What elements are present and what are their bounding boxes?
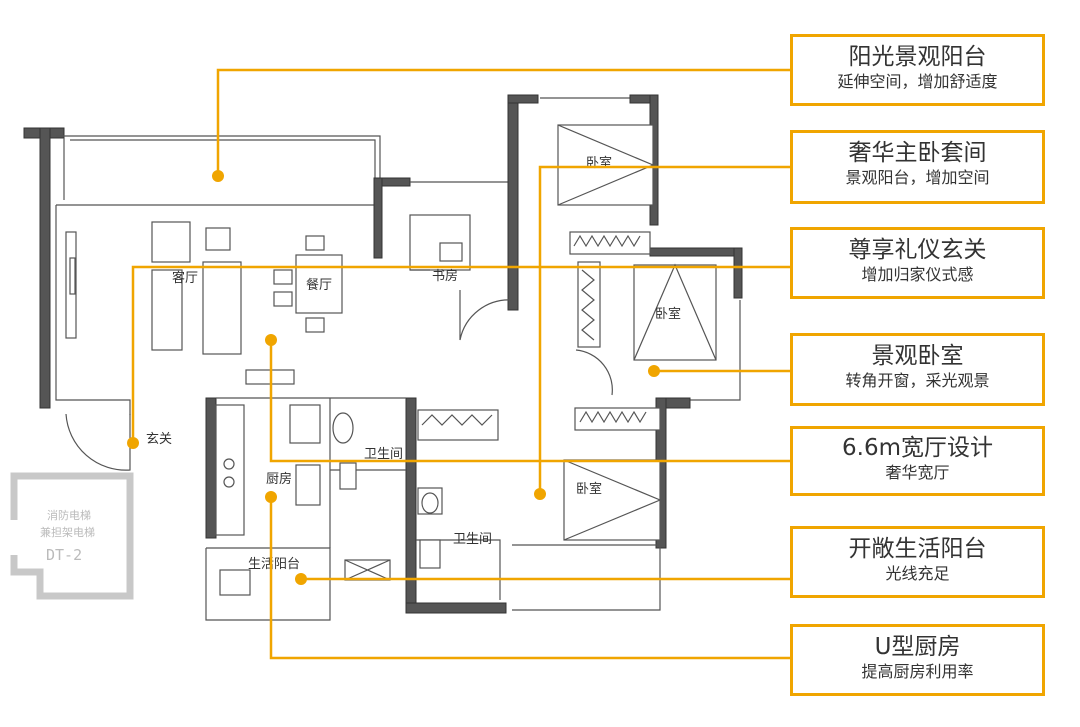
room-kitchen: 厨房	[266, 471, 292, 487]
room-bedroom-bottom: 卧室	[576, 481, 602, 497]
callout-title: 阳光景观阳台	[848, 44, 987, 70]
callout-utility-balcony: 开敞生活阳台 光线充足	[790, 526, 1045, 598]
room-dining: 餐厅	[306, 277, 332, 293]
callout-wide-hall: 6.6m宽厅设计 奢华宽厅	[790, 426, 1045, 496]
leader-lines	[131, 68, 792, 660]
callout-title: 景观卧室	[871, 343, 964, 369]
walls	[23, 94, 743, 621]
callout-title: 奢华主卧套间	[848, 140, 987, 166]
callout-title: 6.6m宽厅设计	[842, 435, 993, 461]
callout-sunny-balcony: 阳光景观阳台 延伸空间，增加舒适度	[790, 34, 1045, 106]
callout-subtitle: 提高厨房利用率	[861, 662, 974, 681]
elevator-shaft	[10, 472, 134, 600]
room-living: 客厅	[172, 270, 198, 286]
callout-master-suite: 奢华主卧套间 景观阳台，增加空间	[790, 130, 1045, 204]
room-study: 书房	[432, 268, 458, 284]
callout-title: 尊享礼仪玄关	[848, 237, 987, 263]
elevator-label-1: 消防电梯	[47, 508, 91, 522]
callout-subtitle: 转角开窗，采光观景	[845, 371, 990, 390]
callout-entry-foyer: 尊享礼仪玄关 增加归家仪式感	[790, 227, 1045, 299]
callout-subtitle: 奢华宽厅	[885, 463, 950, 482]
callout-subtitle: 增加归家仪式感	[861, 265, 974, 284]
room-bath-bottom: 卫生间	[453, 532, 492, 547]
room-bedroom-right: 卧室	[655, 306, 681, 322]
callout-title: 开敞生活阳台	[848, 536, 987, 562]
callout-subtitle: 光线充足	[885, 564, 950, 583]
callout-title: U型厨房	[874, 634, 961, 660]
callout-view-bedroom: 景观卧室 转角开窗，采光观景	[790, 333, 1045, 406]
room-entry: 玄关	[146, 432, 172, 447]
callout-u-kitchen: U型厨房 提高厨房利用率	[790, 624, 1045, 696]
room-bedroom-top: 卧室	[586, 155, 612, 171]
room-bath-top: 卫生间	[364, 447, 403, 462]
room-utility-balcony: 生活阳台	[248, 557, 300, 572]
leader-dots	[127, 170, 660, 585]
elevator-label-2: 兼担架电梯	[40, 525, 95, 539]
callout-subtitle: 景观阳台，增加空间	[845, 168, 990, 187]
elevator-code: DT-2	[46, 546, 82, 564]
callout-subtitle: 延伸空间，增加舒适度	[837, 72, 998, 91]
